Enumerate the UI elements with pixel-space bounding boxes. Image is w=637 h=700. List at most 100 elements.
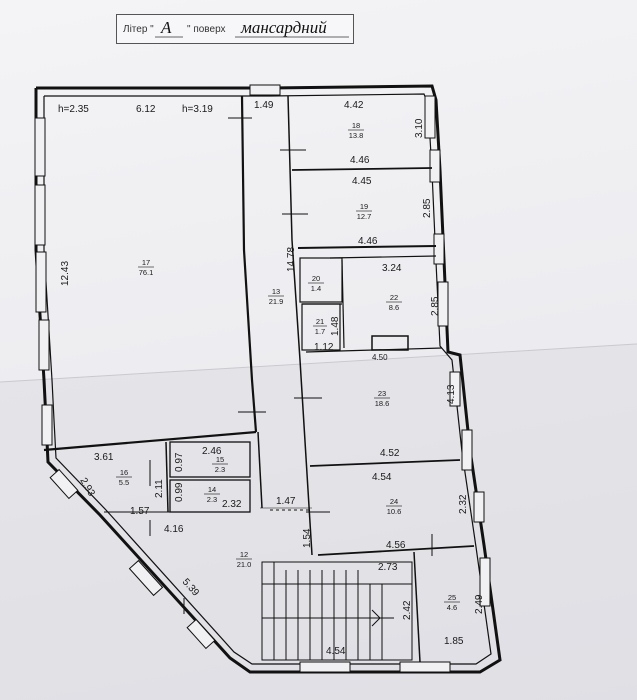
svg-text:12: 12: [240, 550, 248, 559]
svg-text:2.3: 2.3: [207, 495, 217, 504]
partition-room17-east: [240, 95, 258, 433]
dim-2-85-a: 2.85: [422, 198, 433, 218]
dim-1-47: 1.47: [276, 496, 296, 507]
partition-room17-south: [43, 430, 257, 452]
dim-4-52: 4.52: [380, 448, 400, 459]
svg-text:5.5: 5.5: [119, 478, 129, 487]
dim-2-46: 2.46: [202, 446, 222, 457]
header-stamp: Літер " А " поверх мансардний: [116, 14, 354, 44]
svg-text:21.0: 21.0: [237, 560, 252, 569]
dim-1-49: 1.49: [254, 100, 274, 111]
window-right-4: [437, 281, 449, 327]
window-left-1: [34, 117, 46, 177]
dim-4-54-b: 4.54: [326, 646, 346, 657]
dim-1-57: 1.57: [130, 506, 150, 517]
window-left-5: [41, 404, 53, 446]
dim-2-11: 2.11: [154, 479, 165, 498]
svg-text:18: 18: [352, 121, 360, 130]
window-left-2: [34, 184, 46, 246]
room-label-22: 22 8.6: [386, 293, 402, 312]
dim-3-24: 3.24: [382, 263, 402, 274]
partition-corridor-east: [287, 95, 313, 556]
svg-text:10.6: 10.6: [387, 507, 402, 516]
svg-text:23: 23: [378, 389, 386, 398]
svg-text:4.6: 4.6: [447, 603, 457, 612]
dim-4-13: 4.13: [446, 384, 457, 404]
dim-2-32-a: 2.32: [458, 494, 469, 514]
dim-1-48: 1.48: [330, 316, 341, 336]
partition-room18-19: [291, 167, 433, 171]
dim-2-42: 2.42: [402, 600, 413, 620]
window-bottom-1: [299, 661, 351, 673]
dim-2-32-b: 2.32: [222, 499, 242, 510]
window-right-3: [433, 233, 445, 265]
window-left-3: [35, 251, 47, 313]
room-label-13: 13 21.9: [268, 287, 284, 306]
staircase: [261, 561, 413, 661]
room-label-12: 12 21.0: [236, 550, 252, 569]
dim-4-50: 4.50: [372, 353, 388, 362]
room20-box: [299, 257, 343, 303]
header-letter: А: [161, 18, 172, 37]
svg-text:8.6: 8.6: [389, 303, 399, 312]
dim-4-54-a: 4.54: [372, 472, 392, 483]
window-right-7: [473, 491, 485, 523]
svg-text:18.6: 18.6: [375, 399, 390, 408]
partition-room16-east: [165, 441, 169, 513]
partition-room24-south: [317, 545, 475, 556]
svg-text:13.8: 13.8: [349, 131, 364, 140]
window-left-4: [38, 319, 50, 371]
window-bottom-2: [399, 661, 451, 673]
svg-text:19: 19: [360, 202, 368, 211]
height-label-right: h=3.19: [182, 104, 213, 115]
room-label-23: 23 18.6: [374, 389, 390, 408]
window-right-2: [429, 149, 441, 183]
dim-4-56: 4.56: [386, 540, 406, 551]
dim-1-85: 1.85: [444, 636, 464, 647]
svg-text:22: 22: [390, 293, 398, 302]
window-right-8: [479, 557, 491, 607]
window-diag-1: [49, 468, 79, 500]
svg-text:20: 20: [312, 274, 320, 283]
window-top: [249, 84, 281, 96]
svg-text:1.7: 1.7: [315, 327, 325, 336]
partition-room23-24: [309, 459, 461, 467]
svg-text:16: 16: [120, 468, 128, 477]
svg-text:1.4: 1.4: [311, 284, 321, 293]
dim-3-61: 3.61: [94, 452, 114, 463]
svg-text:12.7: 12.7: [357, 212, 372, 221]
room15-outline: [169, 441, 251, 478]
header-floor: мансардний: [241, 18, 327, 37]
dim-3-10: 3.10: [414, 118, 425, 138]
window-diag-3: [186, 618, 216, 650]
room-label-21: 21 1.7: [313, 317, 327, 336]
window-diag-2: [128, 559, 164, 597]
dim-14-78: 14.78: [286, 247, 297, 272]
room-label-20: 20 1.4: [308, 274, 324, 293]
dim-4-16: 4.16: [164, 524, 184, 535]
dim-4-46-b: 4.46: [358, 236, 378, 247]
window-right-6: [461, 429, 473, 471]
svg-text:14: 14: [208, 485, 216, 494]
svg-text:21: 21: [316, 317, 324, 326]
dim-1-54: 1.54: [302, 528, 313, 548]
svg-text:17: 17: [142, 258, 150, 267]
svg-text:2.3: 2.3: [215, 465, 225, 474]
room-label-19: 19 12.7: [356, 202, 372, 221]
chimney-block: [371, 335, 409, 351]
dim-4-46-a: 4.46: [350, 155, 370, 166]
dim-4-42: 4.42: [344, 100, 364, 111]
partition-corridor-west: [257, 431, 263, 509]
room21-box: [301, 303, 341, 351]
dim-0-97: 0.97: [174, 452, 185, 472]
partition-room19-22: [297, 245, 437, 249]
window-right-1: [424, 95, 436, 139]
svg-text:21.9: 21.9: [269, 297, 284, 306]
dim-0-99: 0.99: [174, 482, 185, 502]
room-label-14: 14 2.3: [204, 485, 220, 504]
header-underlines: [155, 36, 349, 38]
svg-text:15: 15: [216, 455, 224, 464]
partition-room19-22b: [329, 255, 437, 259]
dim-6-12: 6.12: [136, 104, 156, 115]
